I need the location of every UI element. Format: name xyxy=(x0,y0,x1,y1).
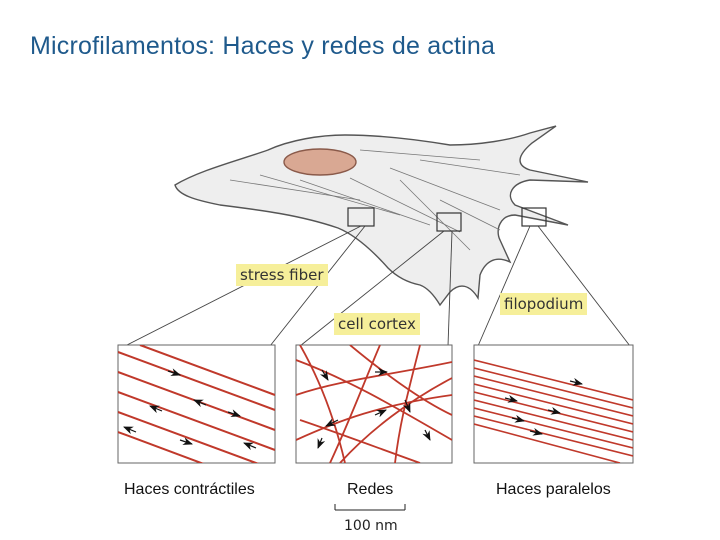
filopodium-sample-box xyxy=(521,207,547,227)
contractile-bundles-caption: Haces contráctiles xyxy=(124,481,255,498)
parallel-bundles-caption: Haces paralelos xyxy=(496,481,611,498)
slide-title: Microfilamentos: Haces y redes de actina xyxy=(30,32,496,60)
actin-filament xyxy=(474,415,633,457)
cell-outline xyxy=(174,125,589,307)
actin-filament xyxy=(329,345,381,463)
actin-filament xyxy=(474,383,633,425)
contractile-arrowheads xyxy=(123,368,257,451)
actin-filament xyxy=(474,407,633,449)
actin-filament xyxy=(474,399,633,441)
actin-filament xyxy=(296,394,452,441)
actin-filament xyxy=(349,345,452,416)
actin-filament xyxy=(474,423,621,463)
actin-filament xyxy=(474,375,633,417)
actin-filament xyxy=(339,377,452,463)
scale-bar xyxy=(334,504,406,511)
filopodium-label: filopodium xyxy=(500,293,588,315)
contractile-bundle-panel xyxy=(117,344,276,464)
network-caption: Redes xyxy=(347,481,394,498)
cell-stress-fibers xyxy=(229,149,521,251)
actin-filament xyxy=(139,345,275,396)
cell-cortex-label: cell cortex xyxy=(334,313,420,335)
actin-filament xyxy=(118,431,205,463)
actin-filament xyxy=(474,367,633,409)
actin-filament xyxy=(299,345,346,463)
actin-filament xyxy=(118,351,275,411)
callout-lines xyxy=(124,225,631,347)
network-arrowheads xyxy=(317,368,431,449)
actin-filament xyxy=(118,411,259,463)
actin-filament xyxy=(299,419,421,463)
stress-fiber-label: stress fiber xyxy=(236,264,328,286)
actin-filament xyxy=(118,391,275,451)
cell-cortex-sample-box xyxy=(436,212,462,232)
actin-filament xyxy=(474,359,633,401)
parallel-arrowheads xyxy=(504,377,583,436)
nucleus xyxy=(283,148,357,176)
scale-bar-label: 100 nm xyxy=(344,518,398,534)
actin-filament xyxy=(296,359,452,441)
